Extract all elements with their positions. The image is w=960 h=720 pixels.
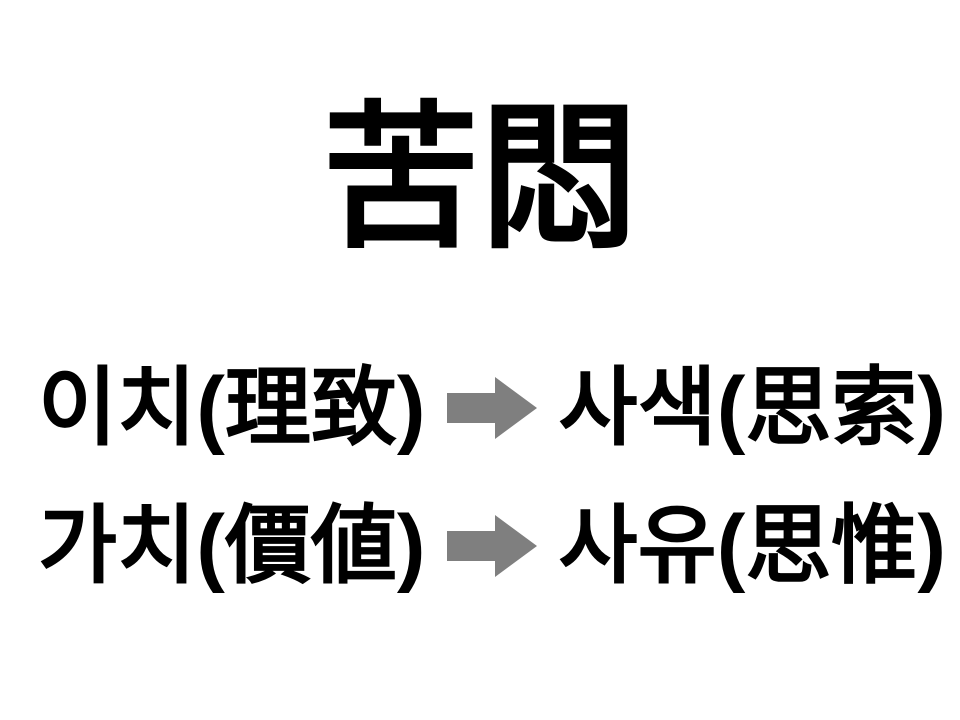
- source-term: 이치(理致): [38, 360, 426, 456]
- right-arrow-icon: [447, 377, 537, 439]
- target-term: 사색(思索): [558, 360, 946, 456]
- concept-row: 가치(價値) 사유(思惟): [38, 490, 946, 602]
- right-arrow-icon: [447, 515, 537, 577]
- target-term: 사유(思惟): [558, 498, 946, 594]
- concept-row: 이치(理致) 사색(思索): [38, 352, 946, 464]
- slide-title: 苦悶: [322, 91, 638, 267]
- right-arrow-shape: [447, 377, 537, 439]
- source-term: 가치(價値): [38, 498, 426, 594]
- right-arrow-shape: [447, 515, 537, 577]
